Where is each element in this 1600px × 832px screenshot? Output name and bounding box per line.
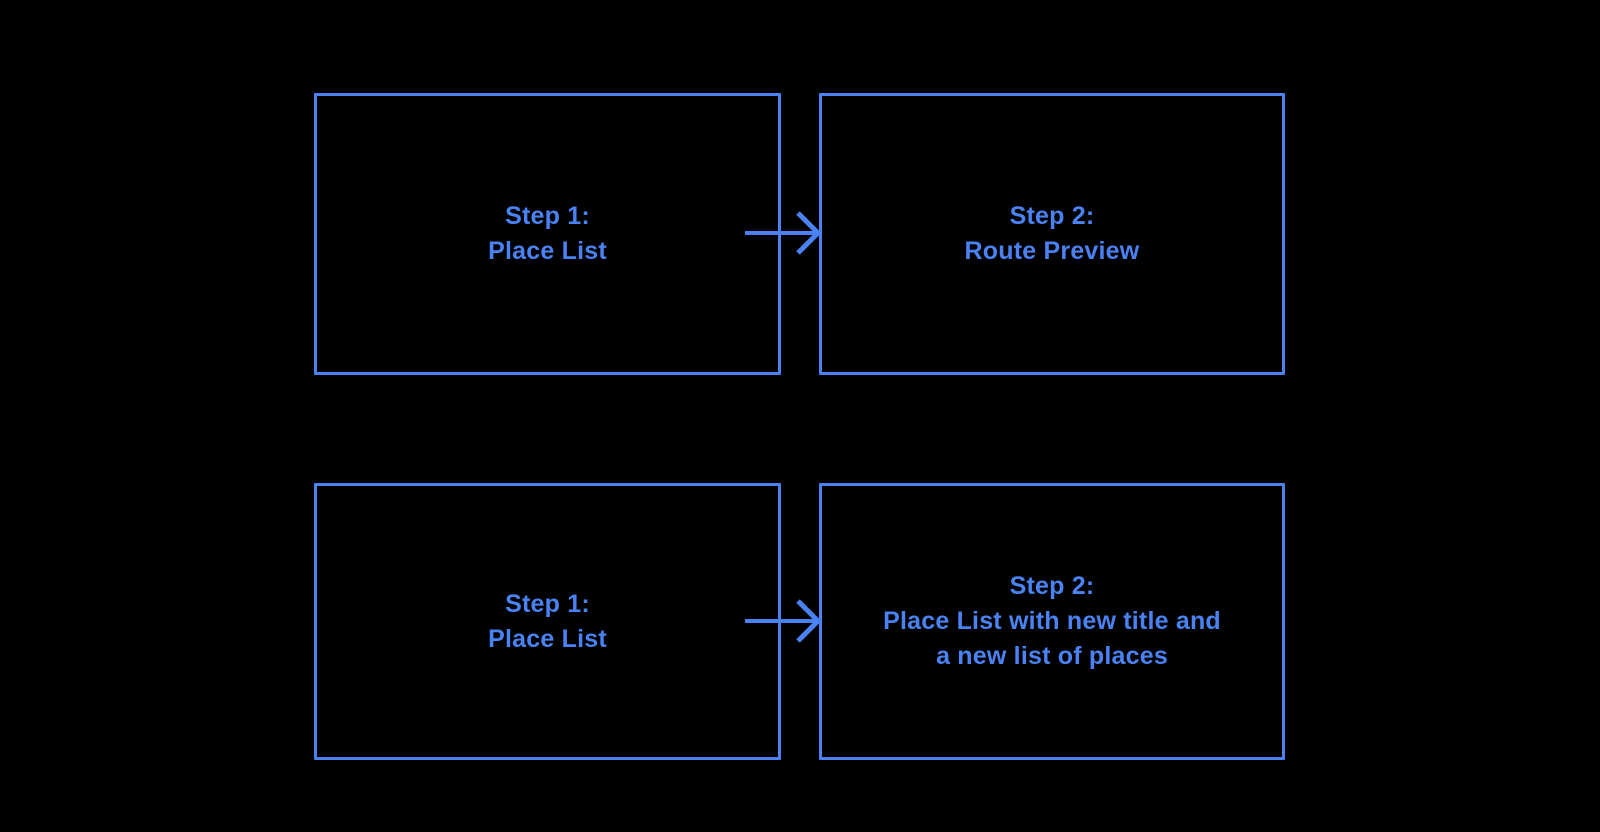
node-step2-route-preview: Step 2: Route Preview bbox=[819, 93, 1285, 375]
node-step1-place-list-top: Step 1: Place List bbox=[314, 93, 781, 375]
node-label-line: Step 1: bbox=[505, 202, 590, 230]
node-step1-place-list-bottom: Step 1: Place List bbox=[314, 483, 781, 760]
node-label-line: a new list of places bbox=[936, 642, 1168, 670]
connector-bottom bbox=[745, 597, 821, 645]
node-label-line: Place List bbox=[488, 237, 607, 265]
arrow-right-icon bbox=[745, 599, 821, 643]
node-label-line: Step 2: bbox=[1009, 202, 1095, 230]
arrow-right-icon bbox=[745, 211, 821, 255]
node-label-line: Route Preview bbox=[964, 237, 1140, 265]
node-step2-place-list-new: Step 2: Place List with new title and a … bbox=[819, 483, 1285, 760]
connector-top bbox=[745, 209, 821, 257]
node-label-line: Step 2: bbox=[1009, 572, 1095, 600]
node-label-line: Step 1: bbox=[505, 589, 590, 618]
node-label-line: Place List bbox=[488, 624, 607, 653]
node-label-line: Place List with new title and bbox=[883, 607, 1221, 635]
